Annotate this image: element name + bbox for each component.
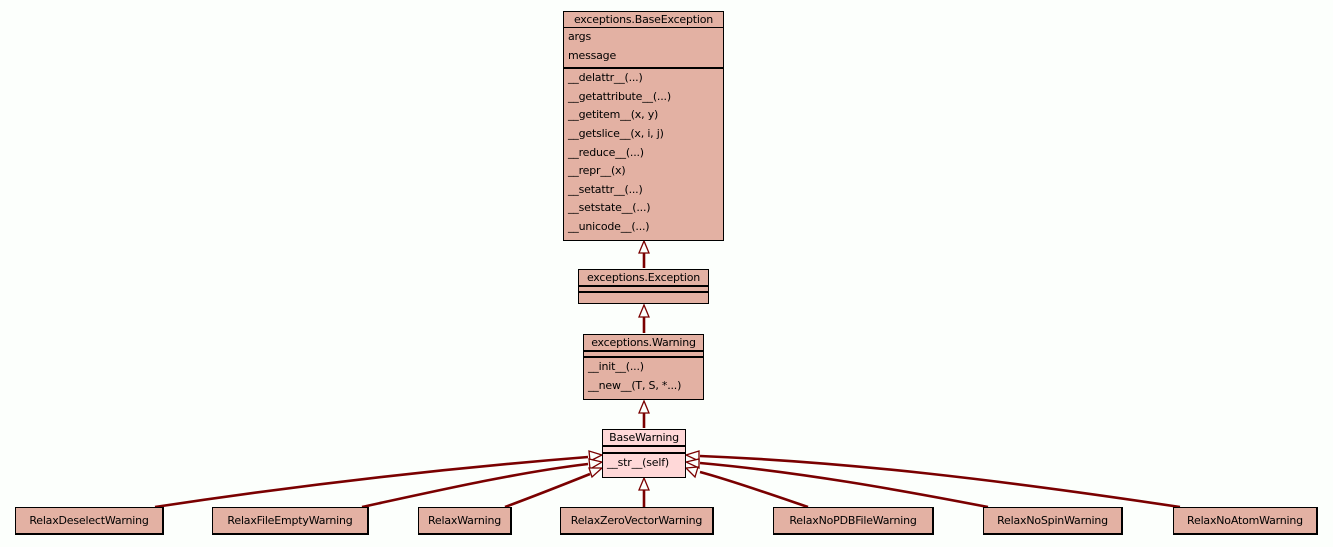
methods-section: __delattr__(...) __getattribute__(...) _… bbox=[564, 67, 723, 238]
attributes-section bbox=[603, 445, 685, 452]
class-relax-no-spin-warning[interactable]: RelaxNoSpinWarning bbox=[983, 507, 1123, 535]
edge-relaxfileempty-to-basewarning bbox=[361, 462, 589, 509]
method-row: __repr__(x) bbox=[568, 164, 626, 178]
class-relax-zero-vector-warning[interactable]: RelaxZeroVectorWarning bbox=[560, 507, 714, 535]
method-row: __setattr__(...) bbox=[568, 182, 643, 196]
attribute-row: message bbox=[568, 48, 617, 62]
method-row: __setstate__(...) bbox=[568, 201, 651, 215]
arrowhead-basewarning-right-3 bbox=[684, 466, 699, 479]
class-relax-warning[interactable]: RelaxWarning bbox=[418, 507, 512, 535]
edge-relaxwarning-to-basewarning bbox=[504, 472, 591, 509]
class-name: BaseWarning bbox=[609, 431, 679, 444]
method-row: __unicode__(...) bbox=[568, 219, 650, 233]
edge-relaxnoatom-to-basewarning bbox=[699, 454, 1181, 509]
edge-relaxdeselect-to-basewarning bbox=[154, 455, 589, 509]
arrowhead-basewarning-right-2 bbox=[684, 458, 700, 470]
methods-section: __init__(...) __new__(T, S, *...) bbox=[584, 356, 703, 397]
methods-section: __str__(self) bbox=[603, 452, 685, 475]
class-name: exceptions.Exception bbox=[586, 271, 701, 284]
class-name: exceptions.BaseException bbox=[573, 13, 714, 26]
class-base-warning[interactable]: BaseWarning __str__(self) bbox=[602, 429, 686, 478]
method-row: __getslice__(x, i, j) bbox=[568, 126, 664, 140]
arrowhead-basewarning-left-3 bbox=[588, 467, 604, 479]
class-relax-no-pdb-file-warning[interactable]: RelaxNoPDBFileWarning bbox=[773, 507, 934, 535]
class-base-exception[interactable]: exceptions.BaseException args message __… bbox=[563, 11, 724, 241]
method-row: __getattribute__(...) bbox=[568, 89, 671, 103]
attributes-section: args message bbox=[564, 27, 723, 67]
class-exception[interactable]: exceptions.Exception bbox=[578, 269, 709, 304]
arrowhead-exception bbox=[638, 303, 650, 318]
edge-relaxnospin-to-basewarning bbox=[699, 461, 989, 509]
method-row: __str__(self) bbox=[607, 456, 669, 469]
method-row: __init__(...) bbox=[588, 360, 644, 373]
arrowhead-basewarning-right-1 bbox=[684, 450, 700, 463]
arrowhead-warning bbox=[638, 399, 650, 414]
class-relax-deselect-warning[interactable]: RelaxDeselectWarning bbox=[15, 507, 164, 535]
method-row: __new__(T, S, *...) bbox=[588, 378, 682, 392]
class-name: exceptions.Warning bbox=[591, 336, 696, 349]
class-warning[interactable]: exceptions.Warning __init__(...) __new__… bbox=[583, 334, 704, 400]
edge-relaxnopdb-to-basewarning bbox=[699, 470, 809, 509]
method-row: __reduce__(...) bbox=[568, 145, 644, 159]
method-row: __getitem__(x, y) bbox=[568, 108, 659, 122]
attributes-section bbox=[584, 350, 703, 356]
attributes-section bbox=[579, 285, 708, 291]
class-relax-no-atom-warning[interactable]: RelaxNoAtomWarning bbox=[1173, 507, 1318, 535]
methods-section bbox=[579, 291, 708, 299]
arrowhead-baseexception bbox=[638, 239, 650, 254]
arrowhead-basewarning-bottom bbox=[638, 476, 650, 491]
class-relax-file-empty-warning[interactable]: RelaxFileEmptyWarning bbox=[212, 507, 369, 535]
arrowhead-basewarning-left-1 bbox=[588, 450, 604, 463]
method-row: __delattr__(...) bbox=[568, 71, 643, 85]
arrowhead-basewarning-left-2 bbox=[588, 458, 604, 471]
attribute-row: args bbox=[568, 30, 591, 43]
